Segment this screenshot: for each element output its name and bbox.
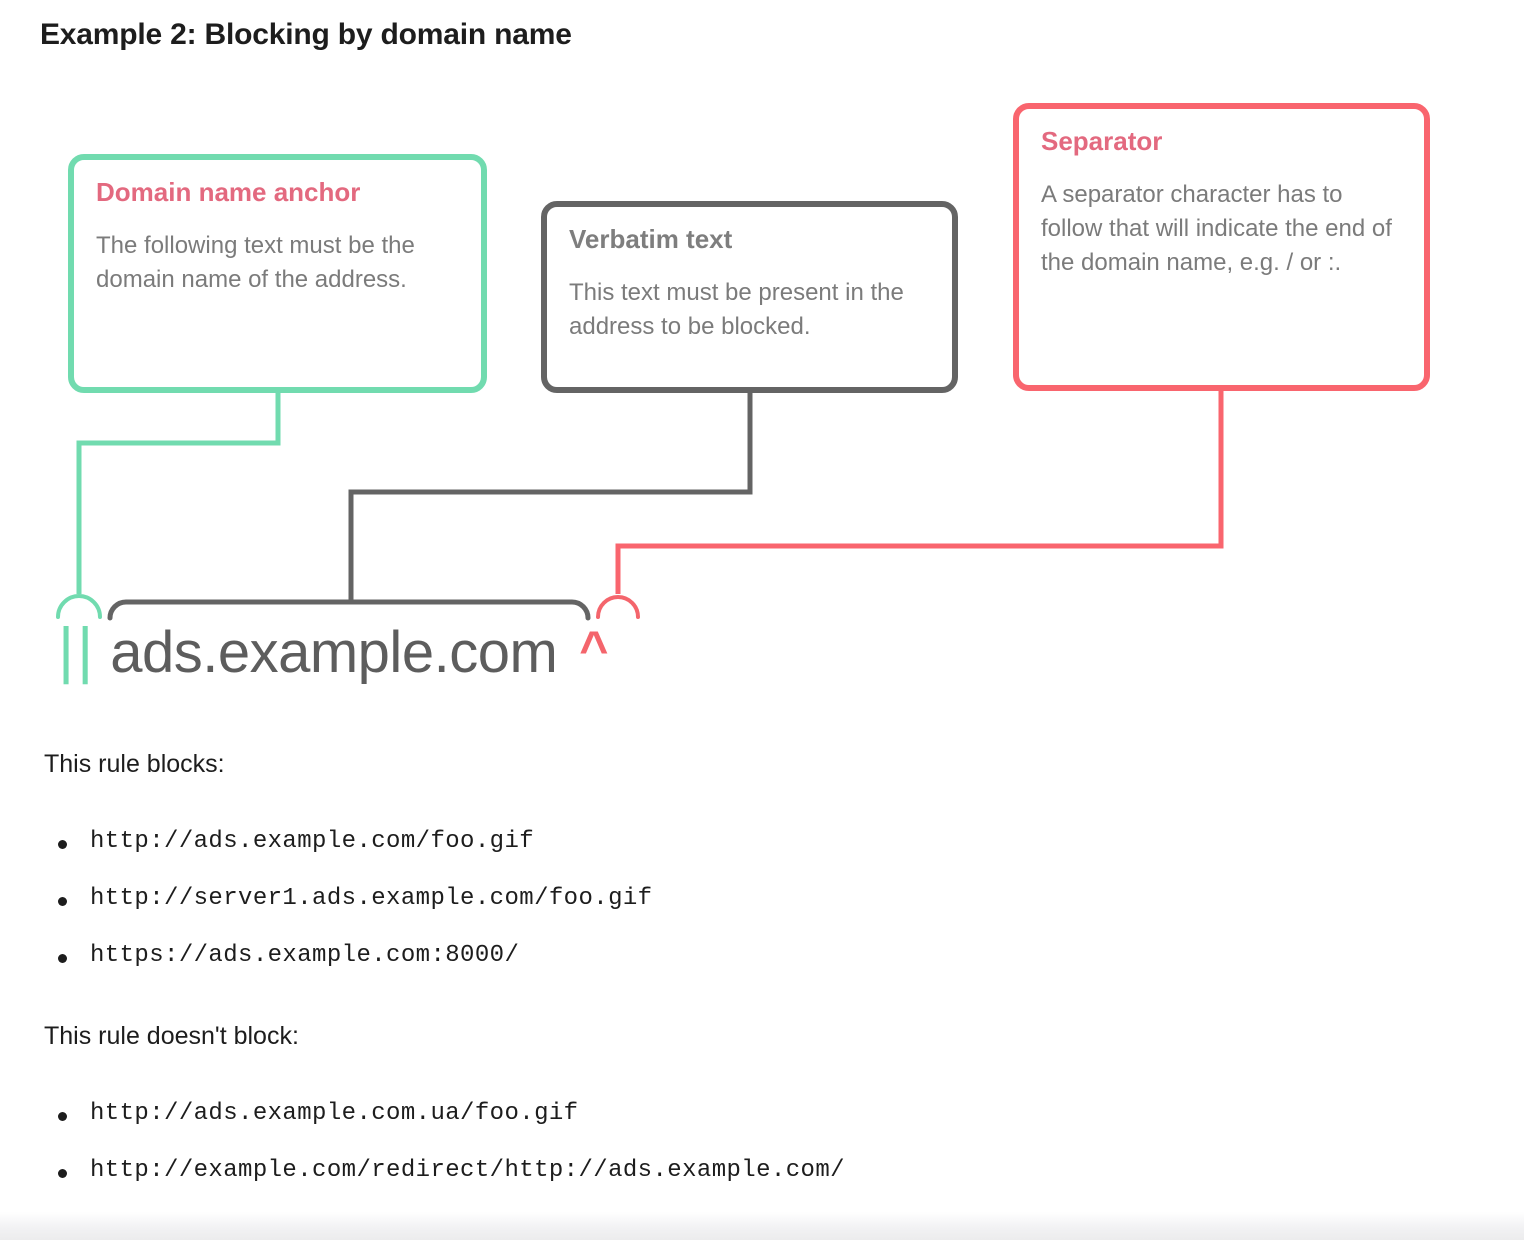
filter-rule-expression: || ads.example.com ^ [58,612,608,694]
blocks-heading: This rule blocks: [44,750,225,778]
list-item: http://ads.example.com/foo.gif [44,828,653,855]
callout-body-domain-name-anchor: The following text must be the domain na… [96,231,415,293]
bottom-divider [0,1212,1524,1240]
rule-anchor-token: || [58,616,97,685]
page-title: Example 2: Blocking by domain name [40,18,572,51]
callout-title-verbatim-text: Verbatim text [569,224,733,254]
callout-verbatim-text: Verbatim text This text must be present … [541,201,958,393]
connector-green [76,393,281,594]
callout-body-verbatim-text: This text must be present in the address… [569,278,904,340]
list-item: https://ads.example.com:8000/ [44,942,653,969]
connector-pink [615,391,1224,594]
callout-title-domain-name-anchor: Domain name anchor [96,177,361,207]
callout-domain-name-anchor: Domain name anchor The following text mu… [68,154,487,393]
rule-separator-token: ^ [579,621,609,677]
doesnt-block-url-list: http://ads.example.com.ua/foo.gif http:/… [44,1100,845,1214]
blocks-url-list: http://ads.example.com/foo.gif http://se… [44,828,653,999]
callout-title-separator: Separator [1041,126,1163,156]
connector-gray [348,393,753,600]
rule-domain-token: ads.example.com [110,620,558,685]
list-item: http://ads.example.com.ua/foo.gif [44,1100,845,1127]
callout-separator: Separator A separator character has to f… [1013,103,1430,391]
list-item: http://server1.ads.example.com/foo.gif [44,885,653,912]
list-item: http://example.com/redirect/http://ads.e… [44,1157,845,1184]
callout-body-separator: A separator character has to follow that… [1041,180,1392,276]
doesnt-block-heading: This rule doesn't block: [44,1022,299,1050]
